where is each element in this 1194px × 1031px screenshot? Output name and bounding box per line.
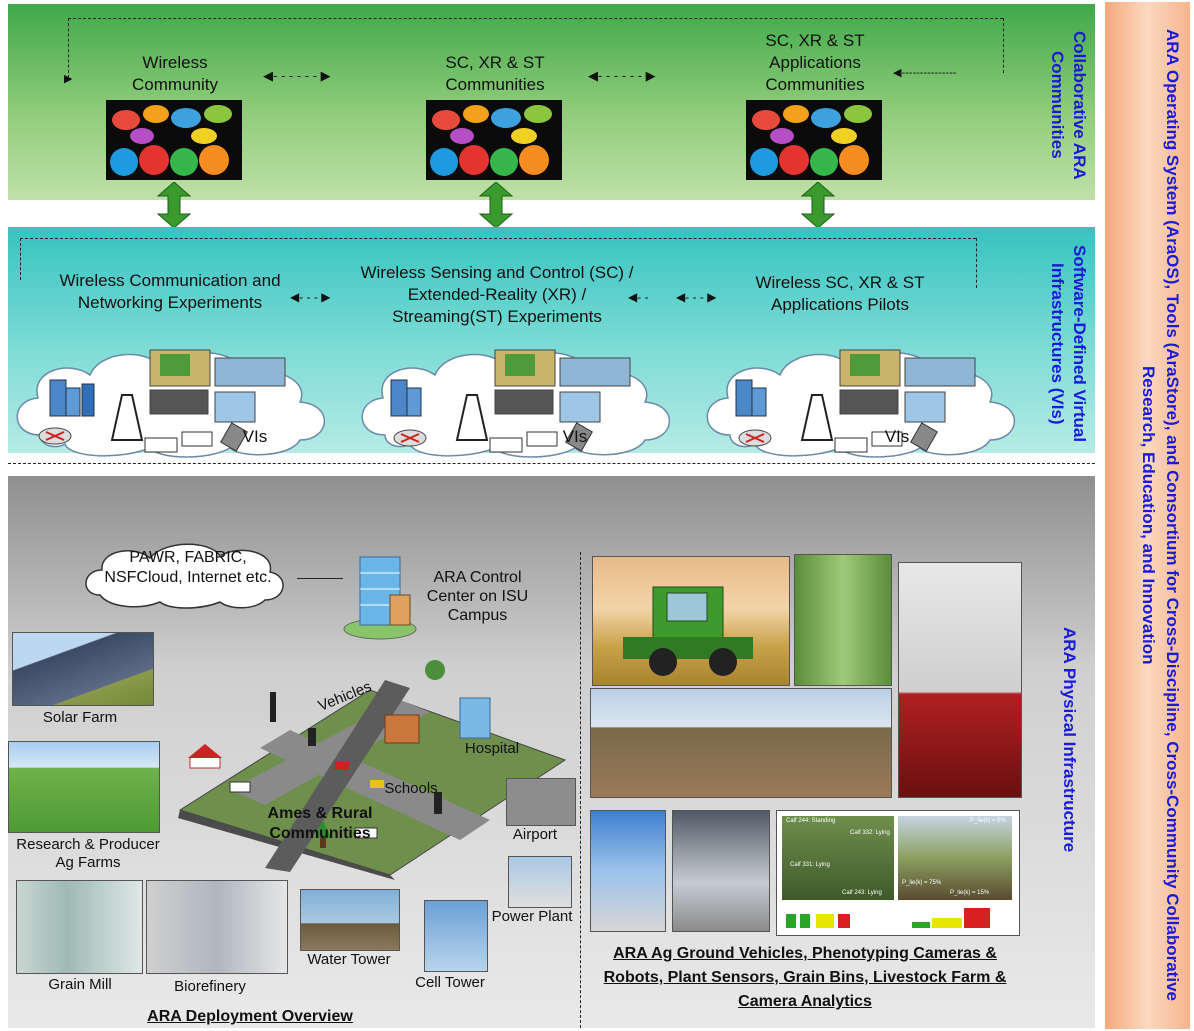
building-icon: [343, 556, 417, 640]
communities-title: Collaborative ARA Communities: [1048, 30, 1089, 180]
control-center-label: ARA Control Center on ISU Campus: [426, 569, 529, 624]
virtual-infrastructures-title: Software-Defined Virtual Infrastructures…: [1048, 245, 1089, 443]
community-label-applications: SC, XR & ST Applications Communities: [765, 31, 865, 94]
people-speech-icon: [106, 100, 242, 180]
double-arrow-icon: [156, 182, 192, 228]
physical-infrastructure-title: ARA Physical Infrastructure: [1060, 627, 1079, 853]
power-plant-photo: [508, 856, 572, 908]
ames-label: Ames & Rural Communities: [267, 805, 373, 842]
grain-mill-label: Grain Mill: [48, 976, 112, 993]
vi-cloud-2: [361, 349, 671, 458]
double-arrow-icon: [478, 182, 514, 228]
bidirectional-arrow-icon: ◀- - - - - - ▶: [263, 68, 331, 83]
ag-farms-label: Research & Producer Ag Farms: [16, 836, 160, 871]
grain-mill-photo: [16, 880, 143, 974]
ag-farm-photo: [8, 741, 160, 833]
probability-label: P_lie(k) = 75%: [902, 880, 942, 886]
vi-label-3: VIs: [884, 427, 910, 446]
plant-sensors-photo: [590, 688, 892, 798]
vi-cloud-1: [16, 349, 326, 458]
vi-label-1: VIs: [242, 427, 268, 446]
calf-label: Calf 331: Lying: [790, 862, 830, 868]
livestock-barn-photo: [672, 810, 770, 932]
experiment-label-networking: Wireless Communication and Networking Ex…: [59, 271, 281, 312]
double-arrow-icon: [800, 182, 836, 228]
grain-bins-photo: [590, 810, 666, 932]
cell-tower-photo: [424, 900, 488, 972]
vi-label-2: VIs: [562, 427, 588, 446]
internet-cloud: [85, 543, 284, 609]
deployment-overview-caption: ARA Deployment Overview: [147, 1008, 353, 1025]
airport-photo: [506, 778, 576, 826]
calf-label: Calf 243: Lying: [842, 890, 882, 896]
calf-label: Calf 332: Lying: [850, 830, 890, 836]
experiment-label-applications: Wireless SC, XR & ST Applications Pilots: [755, 273, 925, 314]
bidirectional-arrow-icon: ◀- - - ▶: [290, 290, 331, 304]
side-banner-text: ARA Operating System (AraOS), Tools (Ara…: [1139, 29, 1182, 1001]
hospital-label: Hospital: [464, 740, 520, 757]
internet-cloud-text: PAWR, FABRIC, NSFCloud, Internet etc.: [104, 549, 272, 586]
vi-cloud-3: [706, 349, 1016, 458]
schools-label: Schools: [384, 780, 438, 797]
side-banner: [1105, 2, 1190, 1029]
probability-label: P_lie(k) = 15%: [950, 890, 990, 896]
calf-label: Calf 244: Standing: [786, 818, 836, 824]
airport-label: Airport: [512, 826, 558, 843]
community-label-wireless: Wireless Community: [132, 53, 218, 94]
people-speech-icon: [426, 100, 562, 180]
probability-label: P_lie(k) = 5%: [970, 818, 1006, 824]
solar-farm-photo: [12, 632, 154, 706]
analytics-image-right: [898, 816, 1012, 900]
people-speech-icon: [746, 100, 882, 180]
bidirectional-arrow-icon: ◀- - - ▶: [676, 290, 717, 304]
bidirectional-arrow-icon: ◀- - - - - - ▶: [588, 68, 656, 83]
ag-vehicles-caption: ARA Ag Ground Vehicles, Phenotyping Came…: [603, 945, 1007, 1010]
water-tower-label: Water Tower: [307, 951, 391, 968]
community-label-sc-xr-st: SC, XR & ST Communities: [445, 53, 545, 94]
robot-arm-photo: [898, 562, 1022, 798]
cell-tower-label: Cell Tower: [415, 974, 485, 991]
bidirectional-arrow-icon: ◀- -: [628, 290, 649, 304]
analytics-image-left: [782, 816, 894, 900]
water-tower-photo: [300, 889, 400, 951]
biorefinery-label: Biorefinery: [174, 978, 246, 995]
experiment-label-sc-xr-st: Wireless Sensing and Control (SC) / Exte…: [360, 263, 634, 326]
biorefinery-photo: [146, 880, 288, 974]
analytics-bars: [786, 908, 990, 928]
city-map: [178, 660, 567, 880]
phenotyping-robot-photo: [794, 554, 892, 686]
solar-farm-label: Solar Farm: [42, 709, 118, 726]
power-plant-label: Power Plant: [491, 908, 573, 925]
combine-harvester-photo: [592, 556, 790, 686]
